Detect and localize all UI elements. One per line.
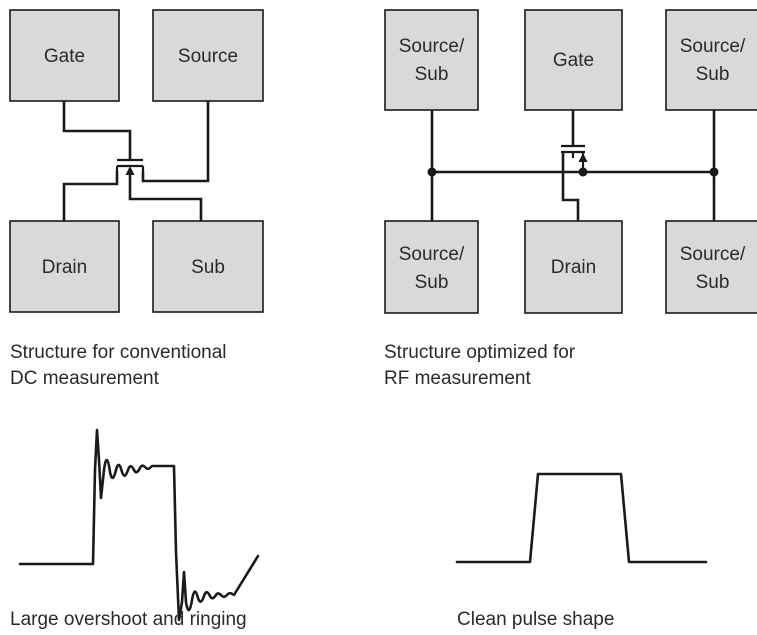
rf-pad-bottom-right: Source/ Sub [665, 220, 757, 314]
dc-wiring [62, 101, 210, 221]
rf-pad-bottom-right-label-line1: Source/ [680, 244, 746, 265]
rf-pad-bottom-left: Source/ Sub [384, 220, 479, 314]
dc-pad-sub: Sub [152, 220, 264, 313]
ringing-waveform-caption: Large overshoot and ringing [10, 609, 247, 630]
rf-pad-bottom-center: Drain [524, 220, 623, 314]
rf-pad-bottom-left-label-line2: Sub [415, 272, 449, 293]
dc-transistor-symbol [115, 158, 145, 175]
rf-wiring [430, 110, 716, 221]
clean-waveform-trace [455, 472, 708, 564]
dc-transistor-arrow [125, 166, 135, 175]
rf-junction-right [709, 167, 719, 177]
rf-structure: Source/ Sub Gate Source/ Sub Source/ Sub… [384, 9, 757, 389]
rf-caption-line2: RF measurement [384, 368, 531, 389]
rf-caption-line1: Structure optimized for [384, 342, 576, 363]
rf-pad-bottom-center-label: Drain [551, 257, 596, 278]
dc-pad-drain: Drain [9, 220, 120, 313]
clean-waveform: Clean pulse shape [455, 472, 708, 630]
dc-pad-gate: Gate [9, 9, 120, 102]
dc-pad-sub-label: Sub [191, 257, 225, 278]
dc-pad-gate-label: Gate [44, 46, 85, 67]
rf-pad-top-left-label-line1: Source/ [399, 36, 465, 57]
dc-caption-line2: DC measurement [10, 368, 160, 389]
rf-pad-bottom-left-label-line1: Source/ [399, 244, 465, 265]
rf-pad-top-left: Source/ Sub [384, 9, 479, 111]
dc-caption-line1: Structure for conventional [10, 342, 227, 363]
dc-pad-source-label: Source [178, 46, 238, 67]
rf-transistor-arrow [578, 153, 588, 162]
ringing-waveform-trace [18, 428, 260, 622]
rf-pad-bottom-right-label-line2: Sub [696, 272, 730, 293]
dc-pad-source: Source [152, 9, 264, 102]
rf-pad-top-right-label-line2: Sub [696, 64, 730, 85]
rf-junction-center [578, 167, 588, 177]
rf-pad-top-center: Gate [524, 9, 623, 111]
dc-gate-wire [62, 101, 132, 160]
dc-drain-wire [62, 171, 119, 221]
rf-pad-top-right: Source/ Sub [665, 9, 757, 111]
rf-pad-top-left-label-line2: Sub [415, 64, 449, 85]
rf-pad-top-right-label-line1: Source/ [680, 36, 746, 57]
rf-junction-left [427, 167, 437, 177]
dc-sub-wire [128, 174, 203, 221]
rf-drain-wire [561, 152, 580, 221]
dc-source-wire [141, 101, 210, 183]
clean-waveform-caption: Clean pulse shape [457, 609, 614, 630]
dc-pad-drain-label: Drain [42, 257, 87, 278]
dc-structure: Gate Source Drain Sub Structure for conv… [9, 9, 264, 389]
rf-transistor-symbol [561, 144, 588, 162]
ringing-waveform: Large overshoot and ringing [10, 428, 260, 630]
rf-pad-top-center-label: Gate [553, 50, 594, 71]
